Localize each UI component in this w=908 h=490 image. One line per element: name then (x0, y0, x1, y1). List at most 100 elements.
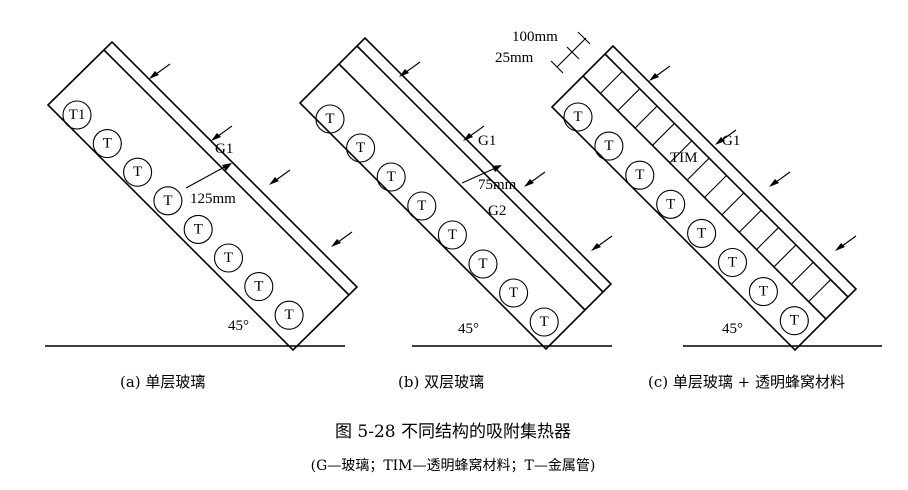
tim-cell-wall (790, 261, 814, 285)
tube-label: T (325, 111, 334, 127)
arrowhead-icon (524, 179, 534, 187)
gap-label: 125mm (190, 191, 236, 207)
metal-tube (468, 249, 498, 279)
tube-label: T (540, 314, 549, 330)
arrowhead-icon (492, 165, 502, 172)
glass-g1 (356, 45, 604, 293)
panel-caption: (a) 单层玻璃 (120, 373, 205, 391)
figure-note: (G—玻璃；TIM—透明蜂窝材料；T—金属管) (311, 457, 596, 474)
tim-honeycomb (599, 70, 832, 303)
tube-label: T (604, 138, 613, 154)
metal-tube (717, 247, 748, 278)
tube-row: T T T T T T T T (563, 102, 809, 336)
metal-tube (92, 129, 122, 159)
metal-tube (376, 162, 406, 192)
tim-cell-wall (721, 192, 745, 216)
tube-label: T (387, 169, 396, 185)
glass-g1 (103, 49, 350, 296)
tim-cell-wall (617, 88, 641, 112)
tube-label: T (448, 227, 457, 243)
metal-tube (213, 243, 244, 273)
tube-label: T (356, 140, 365, 156)
glass-label: G1 (722, 133, 740, 149)
tube-label: T (666, 196, 675, 212)
arrowhead-icon (399, 69, 409, 77)
metal-tube (656, 189, 686, 219)
tim-cell-wall (652, 123, 675, 146)
glass2-label: G2 (488, 203, 506, 219)
tim-cell-wall (634, 105, 658, 129)
tim-cell-wall (704, 175, 727, 198)
collector-box (298, 36, 613, 351)
tube-label: T (728, 255, 737, 271)
dimension-tick (566, 46, 580, 60)
metal-tube (346, 133, 376, 163)
tim-cell-wall (756, 227, 779, 250)
metal-tube (779, 306, 809, 336)
metal-tube (315, 104, 345, 134)
arrowhead-icon (211, 133, 221, 141)
metal-tube (594, 131, 624, 161)
gap-dimension-line (185, 163, 231, 189)
sunlight-arrows (399, 61, 613, 251)
metal-tube (153, 186, 183, 216)
collector-box (550, 44, 858, 352)
metal-tube (529, 307, 559, 337)
tube-label: T (194, 221, 203, 237)
arrowhead-icon (269, 177, 279, 185)
tube-label: T (573, 109, 582, 125)
tim-cell-wall (599, 70, 623, 94)
metal-tube (62, 100, 92, 130)
tube-label: T (759, 284, 768, 300)
tim-cell-wall (738, 209, 762, 233)
tube-label: T (224, 250, 233, 266)
dimension-markers (550, 31, 591, 74)
arrowhead-icon (591, 243, 601, 251)
sunlight-arrows (649, 65, 857, 251)
tim-cell-wall (669, 140, 693, 164)
tube-label: T (697, 225, 706, 241)
panel-caption: (b) 双层玻璃 (398, 373, 484, 391)
tube-label: T (285, 307, 294, 323)
metal-tube (183, 214, 213, 244)
glass-label: G1 (215, 141, 233, 157)
figure-title: 图 5-28 不同结构的吸附集热器 (335, 422, 571, 442)
arrowhead-icon (463, 133, 473, 141)
metal-tube (687, 218, 717, 248)
arrowhead-icon (149, 71, 159, 79)
tim-cell-wall (773, 244, 797, 268)
collector-box (46, 40, 359, 352)
arrowhead-icon (769, 179, 779, 187)
tim-label: TIM (670, 150, 698, 166)
glass-g2 (338, 63, 586, 311)
tube-label: T (163, 193, 172, 209)
tim-cell-wall (686, 157, 710, 181)
tube-label: T (133, 164, 142, 180)
arrowhead-icon (649, 73, 659, 81)
tube-label: T1 (69, 107, 86, 123)
arrowhead-icon (715, 137, 725, 145)
dimension-tick (550, 60, 564, 74)
dimension-outer-label: 100mm (512, 29, 558, 45)
dimension-tick (577, 31, 591, 45)
metal-tube (123, 157, 153, 187)
tube-label: T (103, 136, 112, 152)
metal-tube (274, 300, 304, 330)
tube-label: T (254, 279, 263, 295)
glass1-label: G1 (478, 133, 496, 149)
metal-tube (499, 278, 529, 308)
dimension-line (556, 37, 587, 68)
arrowhead-icon (331, 239, 341, 247)
tube-label: T (790, 313, 799, 329)
tim-cell-wall (808, 279, 832, 303)
tube-label: T (478, 256, 487, 272)
gap-label: 75mm (478, 177, 517, 193)
metal-tube (437, 220, 467, 250)
tube-label: T (417, 198, 426, 214)
dimension-inner-label: 25mm (495, 50, 534, 66)
angle-label: 45° (228, 318, 249, 334)
tube-label: T (635, 167, 644, 183)
